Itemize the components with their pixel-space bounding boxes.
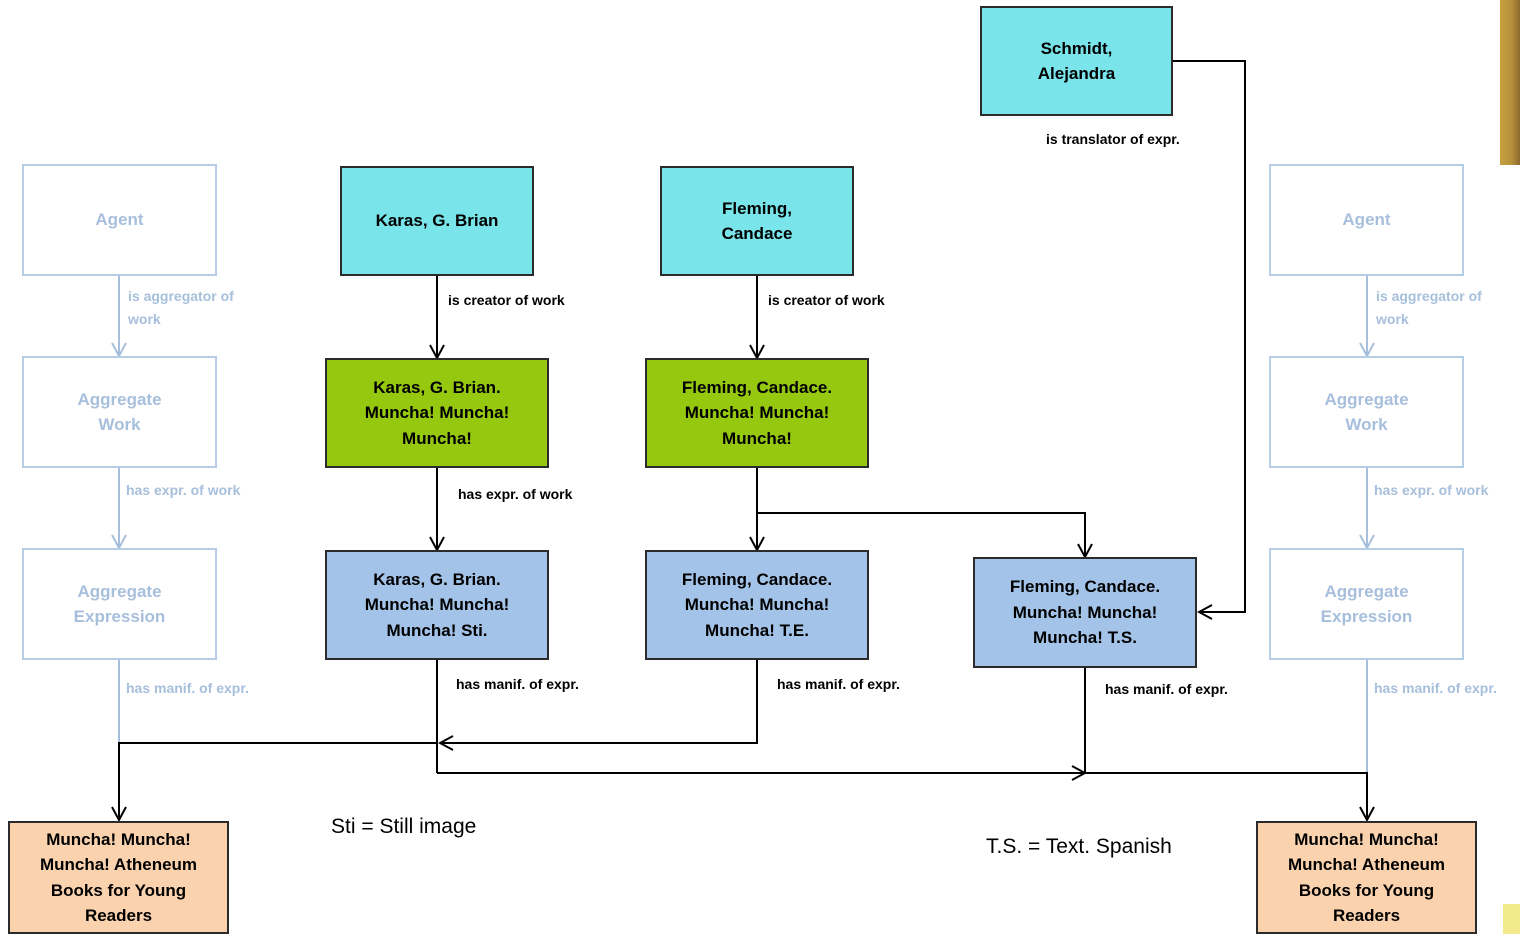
arrow-bus-to-left-manif: [119, 742, 437, 820]
note-sti: Sti = Still image: [331, 815, 477, 838]
label-schmidt-translator: is translator of expr.: [1046, 131, 1180, 147]
work-karas: Karas, G. Brian. Muncha! Muncha! Muncha!: [325, 358, 549, 468]
cover-image-fragment-top: [1500, 0, 1520, 165]
agent-fleming: Fleming, Candace: [660, 166, 854, 276]
label-ts-manif: has manif. of expr.: [1105, 681, 1228, 697]
ghost-aggregate-expression-left: Aggregate Expression: [22, 548, 217, 660]
ghost-agent-right: Agent: [1269, 164, 1464, 276]
arrow-bus-to-right-manif: [1085, 772, 1367, 820]
label-karas-expr: has expr. of work: [458, 486, 573, 502]
ghost-aggregate-expression-right: Aggregate Expression: [1269, 548, 1464, 660]
label-karas-creator: is creator of work: [448, 292, 565, 308]
label-karas-manif: has manif. of expr.: [456, 676, 579, 692]
agent-karas: Karas, G. Brian: [340, 166, 534, 276]
ghost-label-expr-left: has expr. of work: [126, 482, 241, 498]
label-fleming-creator: is creator of work: [768, 292, 885, 308]
arrow-fleming-te-to-left-manif: [440, 660, 758, 743]
note-ts: T.S. = Text. Spanish: [986, 835, 1172, 858]
arrow-fleming-work-to-ts: [757, 512, 1085, 557]
work-fleming: Fleming, Candace. Muncha! Muncha! Muncha…: [645, 358, 869, 468]
ghost-label-aggregator-left: is aggregator of work: [128, 288, 234, 327]
agent-schmidt: Schmidt, Alejandra: [980, 6, 1173, 116]
expression-fleming-ts: Fleming, Candace. Muncha! Muncha! Muncha…: [973, 557, 1197, 668]
ghost-aggregate-work-left: Aggregate Work: [22, 356, 217, 468]
cover-image-fragment-bottom: [1503, 904, 1520, 934]
ghost-label-manif-left: has manif. of expr.: [126, 680, 249, 696]
manifestation-right: Muncha! Muncha! Muncha! Atheneum Books f…: [1256, 821, 1477, 934]
ghost-label-manif-right: has manif. of expr.: [1374, 680, 1497, 696]
arrow-schmidt-to-ts: [1173, 60, 1246, 612]
ghost-label-aggregator-right: is aggregator of work: [1376, 288, 1482, 327]
expression-karas-sti: Karas, G. Brian. Muncha! Muncha! Muncha!…: [325, 550, 549, 660]
ghost-aggregate-work-right: Aggregate Work: [1269, 356, 1464, 468]
manifestation-left: Muncha! Muncha! Muncha! Atheneum Books f…: [8, 821, 229, 934]
ghost-label-expr-right: has expr. of work: [1374, 482, 1489, 498]
ghost-agent-left: Agent: [22, 164, 217, 276]
label-fleming-manif: has manif. of expr.: [777, 676, 900, 692]
expression-fleming-te: Fleming, Candace. Muncha! Muncha! Muncha…: [645, 550, 869, 660]
